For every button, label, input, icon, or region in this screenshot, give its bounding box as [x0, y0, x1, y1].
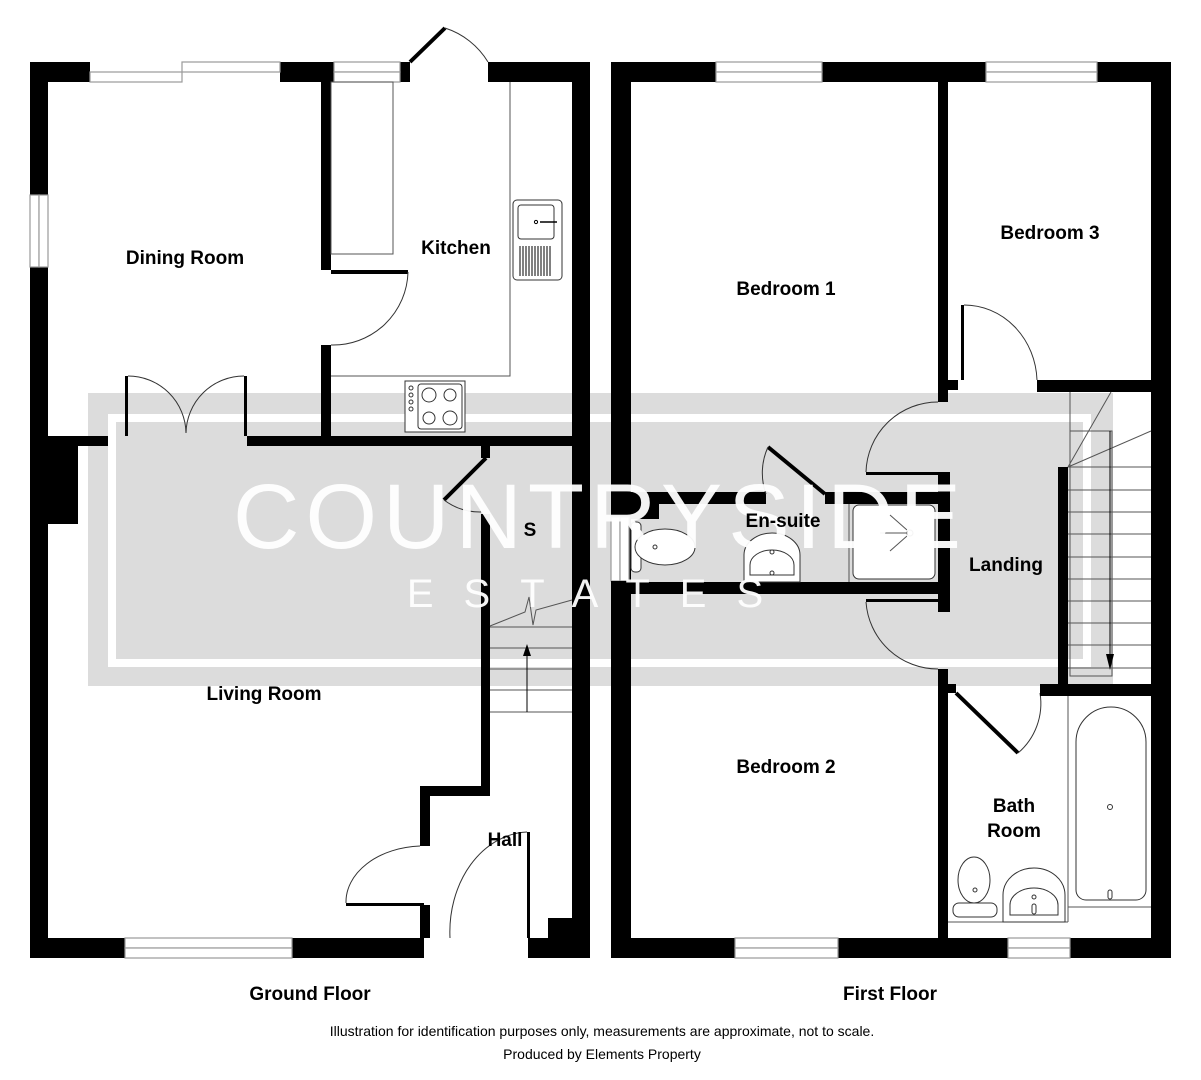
- floor-name-ground: Ground Floor: [249, 984, 371, 1005]
- room-label-hall: Hall: [488, 830, 523, 851]
- room-label-kitchen: Kitchen: [421, 238, 491, 259]
- hob-icon: [404, 380, 466, 433]
- kitchen-unit: [330, 81, 394, 255]
- room-label-storage: S: [524, 520, 537, 541]
- basin-icon: [743, 532, 801, 583]
- window: [29, 194, 40, 268]
- room-label-bedroom-3: Bedroom 3: [1000, 223, 1099, 244]
- window: [715, 71, 823, 83]
- window: [985, 61, 1098, 73]
- basin-icon: [1002, 867, 1066, 923]
- window: [734, 947, 839, 959]
- watermark-subtitle: ESTATES: [407, 572, 793, 616]
- window: [333, 71, 401, 83]
- stairs-ground: [489, 596, 573, 713]
- ground-floor-plan: [29, 26, 590, 959]
- window: [715, 61, 823, 73]
- stairs-up-arrow-icon: [523, 644, 531, 656]
- room-label-bedroom-2: Bedroom 2: [736, 757, 835, 778]
- window: [124, 947, 293, 959]
- stairs-first: [1067, 391, 1152, 677]
- room-label-bedroom-1: Bedroom 1: [736, 279, 836, 300]
- window: [985, 71, 1098, 83]
- window: [124, 937, 293, 949]
- ensuite-door: [766, 445, 827, 496]
- watermark-title: COUNTRYSIDE: [233, 466, 967, 568]
- stairs-down-arrow-icon: [1106, 654, 1114, 670]
- toilet-icon: [630, 521, 696, 573]
- room-label-en-suite: En-suite: [746, 511, 821, 532]
- shower-tray-icon: [852, 504, 936, 580]
- toilet-icon: [952, 856, 998, 918]
- sink-icon: [512, 199, 563, 281]
- room-label-bathroom-line1: Bath: [993, 796, 1035, 817]
- cupboard-door: [442, 456, 488, 502]
- bathroom-door: [954, 691, 1020, 755]
- first-floor-plan: [610, 61, 1171, 959]
- credit-text: Produced by Elements Property: [503, 1046, 701, 1062]
- disclaimer-text: Illustration for identification purposes…: [330, 1023, 874, 1039]
- window: [38, 194, 49, 268]
- french-doors: [127, 375, 245, 434]
- watermark-frame: [108, 414, 1091, 667]
- window: [181, 61, 281, 73]
- door-leaf: [331, 270, 408, 274]
- room-label-living-room: Living Room: [206, 684, 321, 705]
- room-label-landing: Landing: [969, 555, 1043, 576]
- window: [1007, 937, 1071, 949]
- floor-name-first: First Floor: [843, 984, 938, 1005]
- room-label-dining-room: Dining Room: [126, 248, 244, 269]
- room-label-bathroom-line2: Room: [987, 821, 1041, 842]
- window: [1007, 947, 1071, 959]
- bath-icon: [1075, 706, 1147, 901]
- window: [89, 71, 183, 83]
- window: [333, 61, 401, 73]
- window: [734, 937, 839, 949]
- back-door: [408, 26, 447, 64]
